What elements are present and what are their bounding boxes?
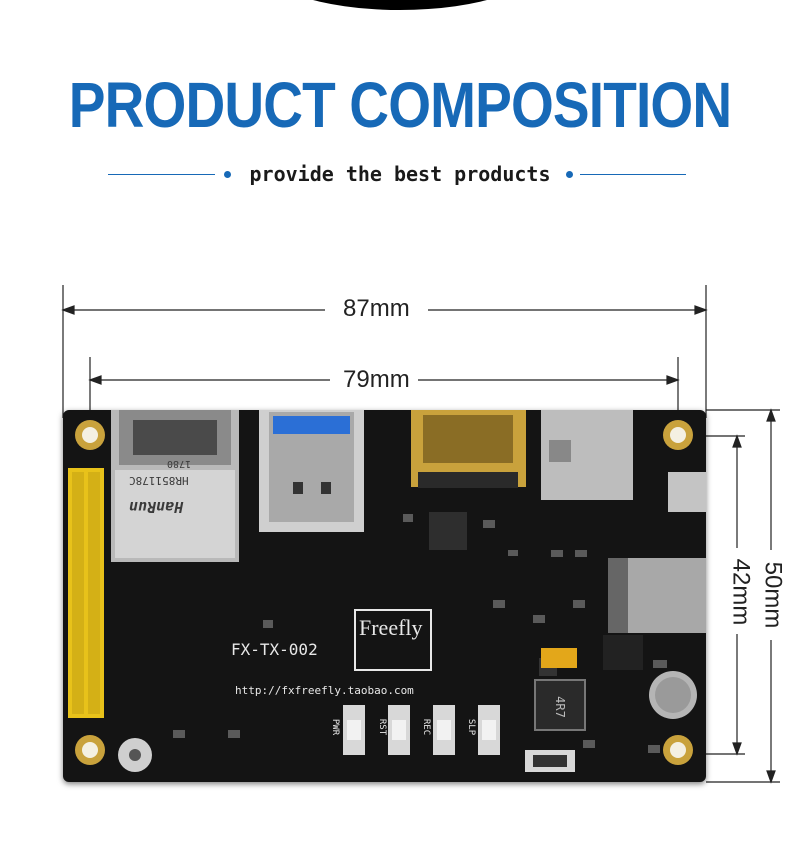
dimension-79mm: 79mm: [335, 366, 418, 394]
divider-left: [108, 174, 215, 175]
mounting-holes: [75, 420, 693, 765]
pcb-components: [68, 410, 706, 772]
dimension-42mm: 42mm: [726, 554, 755, 630]
inductor-mark: 4R7: [552, 696, 567, 718]
page-subtitle: provide the best products: [249, 162, 551, 186]
dimension-50mm: 50mm: [758, 557, 787, 633]
bullet-dot-left: [224, 171, 231, 178]
subtitle-row: provide the best products: [0, 160, 800, 190]
page-title: PRODUCT COMPOSITION: [68, 69, 732, 141]
bullet-dot-right: [566, 171, 573, 178]
rj45-code-label: 1780: [167, 458, 192, 469]
rj45-part-label: HR851178C: [129, 474, 189, 487]
dimension-87mm: 87mm: [335, 295, 418, 323]
pcb-board: HanRun HR851178C 1780 Freefly FX-TX-002 …: [63, 410, 706, 782]
button-label-rec: REC: [421, 718, 432, 736]
divider-right: [580, 174, 686, 175]
rj45-brand-label: HanRun: [129, 498, 184, 516]
button-label-slp: SLP: [466, 718, 477, 736]
button-label-rst: RST: [377, 718, 388, 736]
board-url-label: http://fxfreefly.taobao.com: [235, 684, 414, 697]
button-label-pwr: PWR: [330, 718, 341, 736]
board-model-label: FX-TX-002: [231, 640, 318, 659]
brand-logo: Freefly: [359, 615, 423, 640]
decorative-arc: [255, 0, 545, 10]
